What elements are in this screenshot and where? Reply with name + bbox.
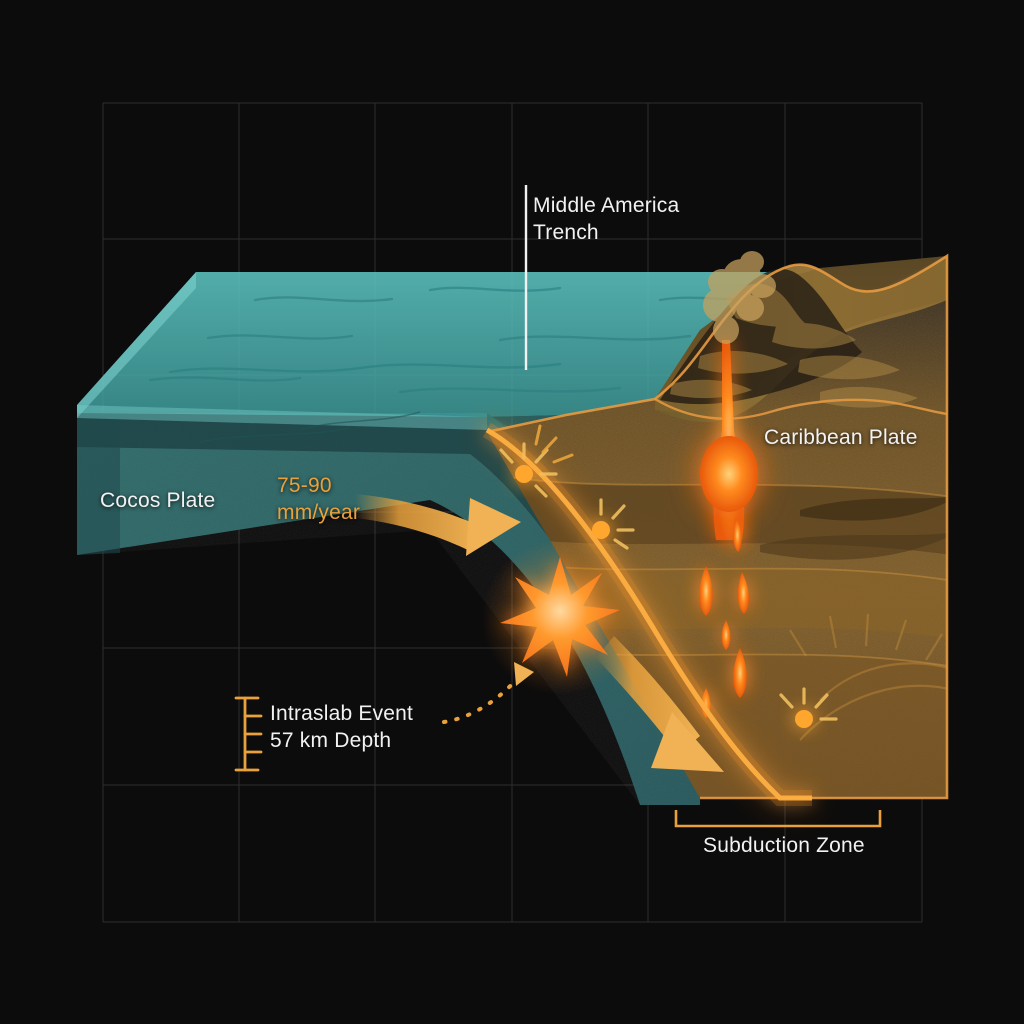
convergence-arrow-icon <box>355 494 521 556</box>
water-edge-front <box>77 405 487 430</box>
subduction-bracket-icon <box>674 810 882 828</box>
dotted-pointer-icon <box>442 662 534 724</box>
depth-scale-icon <box>234 696 263 772</box>
water-edge-left <box>77 272 196 418</box>
convergence-arrow-head <box>466 498 521 556</box>
seismic-event-markers <box>499 442 838 728</box>
pointer-dots <box>442 678 518 724</box>
oceanic-crust-band <box>77 413 648 648</box>
trench-sparks <box>534 424 574 464</box>
pointer-arrowhead <box>514 662 534 686</box>
slab-left-face <box>77 413 120 555</box>
seismic-event-marker <box>515 465 533 483</box>
volcano-icon <box>699 251 776 718</box>
magma-chamber <box>700 436 758 512</box>
seismic-event-marker <box>592 521 610 539</box>
plate-interface <box>482 423 838 806</box>
continental-outline <box>486 253 949 800</box>
descent-arrow-head <box>651 712 724 772</box>
ash-plume <box>703 251 776 344</box>
interface-glow-core <box>485 427 812 801</box>
convergence-arrow-shaft <box>355 494 482 551</box>
surface-base-line <box>654 397 948 420</box>
earthquake-star <box>500 557 620 677</box>
seismic-event-marker <box>795 710 813 728</box>
slab-descent-arrow-icon <box>596 636 724 772</box>
